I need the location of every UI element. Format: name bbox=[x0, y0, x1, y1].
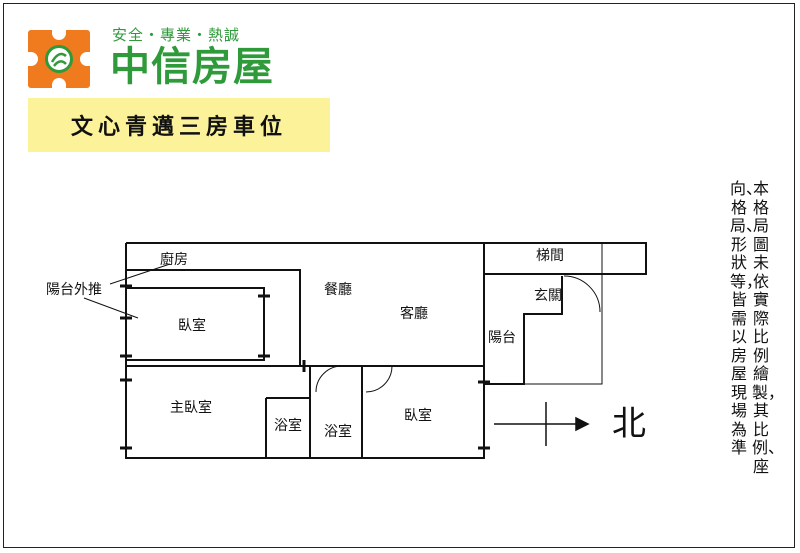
plan-entrance-wall bbox=[524, 274, 603, 385]
brand-header: 安全・專業・熱誠 中信房屋 bbox=[24, 20, 334, 92]
north-arrow-head bbox=[575, 416, 590, 432]
north-label: 北 bbox=[612, 404, 646, 444]
plan-balcony-wall bbox=[484, 276, 563, 385]
plan-bedroom1-wall bbox=[126, 287, 265, 361]
room-master-bedroom: 主臥室 bbox=[170, 400, 212, 416]
plan-outer-wall bbox=[125, 242, 485, 459]
listing-title-band: 文心青邁三房車位 bbox=[28, 98, 330, 152]
leader-line bbox=[109, 263, 171, 285]
disclaimer-line-2: 向、格局、形狀等，皆需以房屋現場為準 bbox=[730, 179, 763, 457]
plan-bath2-wall bbox=[309, 366, 363, 458]
room-bedroom-1: 臥室 bbox=[178, 318, 206, 334]
leader-line bbox=[83, 297, 139, 319]
room-bath-2: 浴室 bbox=[324, 424, 352, 440]
room-balcony-pushed-out: 陽台外推 bbox=[46, 282, 102, 298]
plan-kitchen-wall bbox=[126, 269, 301, 366]
room-living: 客廳 bbox=[400, 306, 428, 322]
room-kitchen: 廚房 bbox=[160, 252, 188, 268]
page-frame bbox=[3, 3, 795, 548]
room-dining: 餐廳 bbox=[324, 282, 352, 298]
brand-slogan: 安全・專業・熱誠 bbox=[112, 26, 241, 44]
room-entrance: 玄關 bbox=[534, 288, 562, 304]
door-swing-bath bbox=[315, 365, 343, 393]
disclaimer-line-1: 本格局圖未依實際比例繪製，其比例、座 bbox=[752, 179, 785, 476]
listing-title: 文心青邁三房車位 bbox=[70, 115, 287, 140]
room-balcony: 陽台 bbox=[488, 330, 516, 346]
room-bath-1: 浴室 bbox=[274, 418, 302, 434]
room-stairs: 梯間 bbox=[536, 248, 564, 264]
room-bedroom-2: 臥室 bbox=[404, 408, 432, 424]
door-swing-bedroom bbox=[365, 365, 393, 393]
door-swing-entrance bbox=[563, 275, 601, 313]
plan-stairwell-wall bbox=[484, 242, 647, 275]
brand-name: 中信房屋 bbox=[110, 44, 274, 90]
brand-logo-icon bbox=[28, 30, 90, 88]
